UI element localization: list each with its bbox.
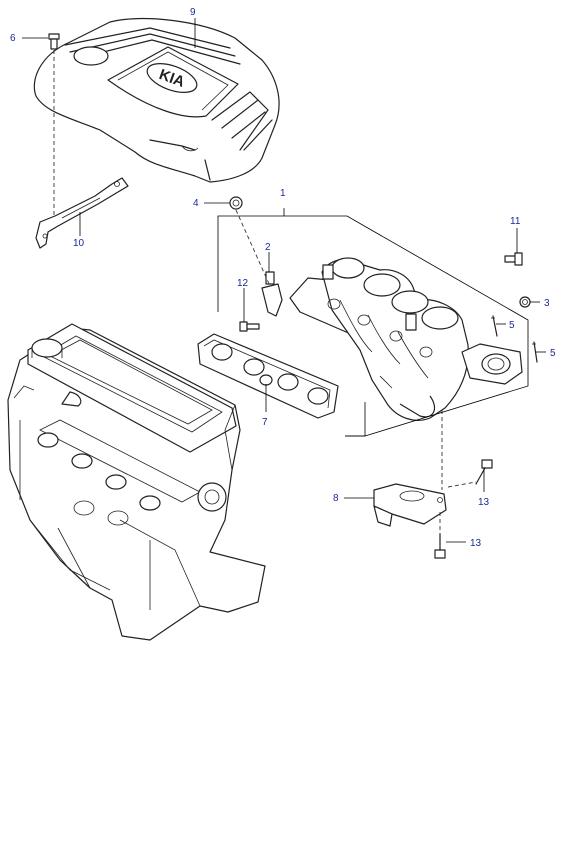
callout-1: 1 bbox=[280, 188, 286, 199]
callout-11: 11 bbox=[510, 216, 521, 227]
callout-5b: 5 bbox=[550, 348, 556, 359]
callout-5a: 5 bbox=[509, 320, 515, 331]
callout-7: 7 bbox=[262, 417, 268, 428]
stud-5-left bbox=[491, 315, 498, 337]
engine-cover: KIA bbox=[33, 17, 280, 183]
bracket-8 bbox=[373, 483, 447, 527]
bolt-13-lower bbox=[434, 533, 446, 559]
nut-4 bbox=[229, 196, 243, 210]
nut-3 bbox=[519, 296, 531, 308]
bolt-12 bbox=[239, 321, 260, 332]
engine-block bbox=[7, 323, 266, 641]
callout-9: 9 bbox=[190, 7, 196, 18]
bolt-11 bbox=[504, 252, 523, 266]
manifold-group-outline bbox=[217, 208, 285, 312]
bolt-13-upper bbox=[475, 459, 493, 485]
callout-13b: 13 bbox=[470, 538, 482, 549]
callout-4: 4 bbox=[193, 198, 199, 209]
stud-5-right bbox=[532, 341, 538, 363]
intake-gasket bbox=[197, 333, 339, 419]
bolt-6 bbox=[48, 33, 60, 50]
intake-manifold bbox=[289, 257, 523, 421]
callout-13a: 13 bbox=[478, 497, 490, 508]
callout-3: 3 bbox=[544, 298, 550, 309]
callout-2: 2 bbox=[265, 242, 271, 253]
callout-12: 12 bbox=[237, 278, 249, 289]
cover-bracket bbox=[35, 177, 129, 249]
callout-10: 10 bbox=[73, 238, 85, 249]
bracket-2 bbox=[261, 271, 283, 317]
callout-8: 8 bbox=[333, 493, 339, 504]
callout-6: 6 bbox=[10, 33, 16, 44]
